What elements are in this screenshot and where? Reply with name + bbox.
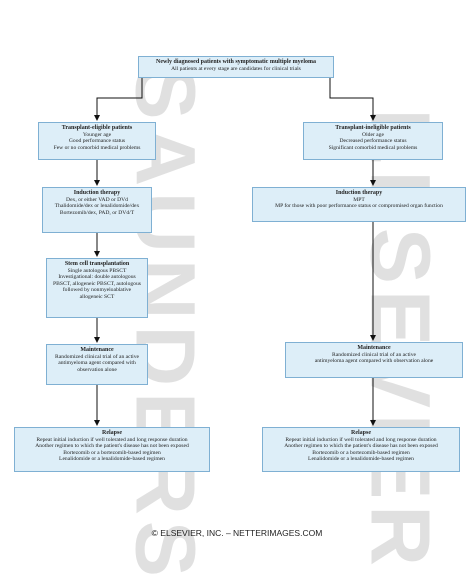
- box-relapse-right: Relapse Repeat initial induction if well…: [262, 427, 460, 472]
- box-line: Bortezomib or a bortezomib-based regimen: [312, 449, 410, 456]
- box-line: antimyeloma agent compared with observat…: [314, 358, 434, 365]
- box-line: All patients at every stage are candidat…: [171, 65, 301, 72]
- flow-arrows: [94, 78, 376, 426]
- box-title: Maintenance: [357, 345, 391, 351]
- box-line: Lenalidomide or a lenalidomide-based reg…: [308, 456, 414, 463]
- box-line: MPT: [353, 196, 365, 203]
- box-transplant-ineligible: Transplant-ineligible patients Older age…: [303, 122, 443, 160]
- box-title: Relapse: [102, 430, 122, 436]
- box-title: Transplant-ineligible patients: [335, 125, 411, 131]
- box-relapse-left: Relapse Repeat initial induction if well…: [14, 427, 210, 472]
- box-title: Induction therapy: [335, 190, 383, 196]
- box-title: Stem cell transplantation: [64, 261, 130, 267]
- box-line: Lenalidomide or a lenalidomide-based reg…: [59, 456, 165, 463]
- box-line: Randomized clinical trial of an active: [54, 353, 140, 360]
- box-title: Relapse: [351, 430, 371, 436]
- box-line: PBSCT, allogeneic PBSCT, autologous: [53, 280, 141, 287]
- box-maintenance-left: Maintenance Randomized clinical trial of…: [46, 344, 148, 385]
- box-line: Bortezomib/dex, PAD, or DVd/T: [59, 209, 135, 216]
- box-line: Repeat initial induction if well tolerat…: [36, 436, 188, 443]
- box-newly-diagnosed: Newly diagnosed patients with symptomati…: [138, 56, 334, 78]
- arrow-top-to-left: [94, 78, 143, 121]
- box-line: Bortezomib or a bortezomib-based regimen: [63, 449, 161, 456]
- box-line: Single autologous PBSCT: [67, 267, 127, 274]
- box-line: allogeneic SCT: [79, 293, 115, 300]
- box-line: Investigational: double autologous: [58, 274, 136, 281]
- box-maintenance-right: Maintenance Randomized clinical trial of…: [285, 342, 463, 378]
- box-line: Few or no comorbid medical problems: [53, 144, 141, 151]
- box-title: Induction therapy: [73, 190, 121, 196]
- box-line: Another regimen to which the patient's d…: [284, 443, 438, 450]
- box-line: observation alone: [77, 366, 117, 373]
- box-title: Maintenance: [80, 347, 114, 353]
- box-line: Good performance status: [68, 138, 126, 145]
- box-induction-right: Induction therapy MPT MP for those with …: [252, 187, 466, 222]
- box-line: antimyeloma agent compared with: [58, 360, 136, 367]
- box-line: Younger age: [82, 131, 112, 138]
- box-transplant-eligible: Transplant-eligible patients Younger age…: [38, 122, 156, 160]
- box-line: Significant comorbid medical problems: [328, 144, 418, 151]
- box-line: Decreased performance status: [339, 138, 407, 145]
- box-line: Randomized clinical trial of an active: [331, 351, 417, 358]
- box-line: followed by nonmyeloablative: [62, 287, 132, 294]
- box-stem-cell-transplantation: Stem cell transplantation Single autolog…: [46, 258, 148, 318]
- box-line: Repeat initial induction if well tolerat…: [285, 436, 437, 443]
- arrow-top-to-right: [329, 78, 376, 121]
- copyright-footer: © ELSEVIER, INC. – NETTERIMAGES.COM: [151, 528, 323, 538]
- box-line: MP for those with poor performance statu…: [275, 203, 443, 210]
- box-line: Another regimen to which the patient's d…: [35, 443, 189, 450]
- box-line: Older age: [362, 131, 384, 138]
- box-line: Dex, or either VAD or DVd: [66, 196, 128, 203]
- box-title: Newly diagnosed patients with symptomati…: [156, 59, 316, 65]
- box-line: Thalidomide/dex or lenalidomide/dex: [54, 203, 140, 210]
- box-title: Transplant-eligible patients: [61, 125, 133, 131]
- box-induction-left: Induction therapy Dex, or either VAD or …: [42, 187, 152, 233]
